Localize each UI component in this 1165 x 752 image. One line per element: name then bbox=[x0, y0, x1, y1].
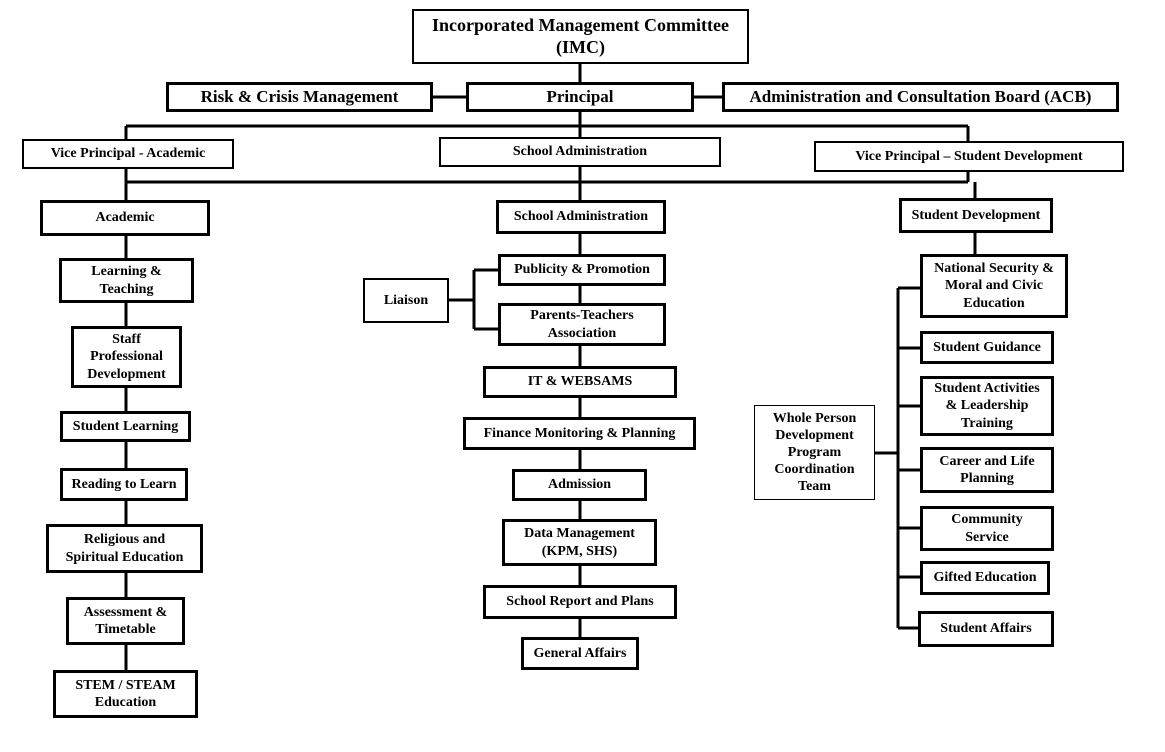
whole-person-box: Whole Person Development Program Coordin… bbox=[754, 405, 875, 500]
admin-item-finance: Finance Monitoring & Planning bbox=[463, 417, 696, 450]
imc-box: Incorporated Management Committee (IMC) bbox=[412, 9, 749, 64]
student-item-activities: Student Activities & Leadership Training bbox=[920, 376, 1054, 436]
academic-item-reading: Reading to Learn bbox=[60, 468, 188, 501]
academic-item-assessment: Assessment & Timetable bbox=[66, 597, 185, 645]
admin-item-data-mgmt: Data Management (KPM, SHS) bbox=[502, 519, 657, 566]
vp-student-box: Vice Principal – Student Development bbox=[814, 141, 1124, 172]
student-item-career: Career and Life Planning bbox=[920, 447, 1054, 493]
student-head-box: Student Development bbox=[899, 198, 1053, 233]
student-item-community: Community Service bbox=[920, 506, 1054, 551]
school-admin-top-box: School Administration bbox=[439, 137, 721, 167]
student-item-gifted: Gifted Education bbox=[920, 561, 1050, 595]
admin-head-box: School Administration bbox=[496, 200, 666, 234]
academic-item-learning-teaching: Learning & Teaching bbox=[59, 258, 194, 303]
admin-item-pta: Parents-Teachers Association bbox=[498, 303, 666, 346]
acb-box: Administration and Consultation Board (A… bbox=[722, 82, 1119, 112]
principal-box: Principal bbox=[466, 82, 694, 112]
academic-item-student-learning: Student Learning bbox=[60, 411, 191, 442]
vp-academic-box: Vice Principal - Academic bbox=[22, 139, 234, 169]
academic-item-staff-pd: Staff Professional Development bbox=[71, 326, 182, 388]
academic-head-box: Academic bbox=[40, 200, 210, 236]
student-item-national-security: National Security & Moral and Civic Educ… bbox=[920, 254, 1068, 318]
admin-item-general: General Affairs bbox=[521, 637, 639, 670]
admin-item-it: IT & WEBSAMS bbox=[483, 366, 677, 398]
risk-crisis-box: Risk & Crisis Management bbox=[166, 82, 433, 112]
liaison-box: Liaison bbox=[363, 278, 449, 323]
academic-item-religious: Religious and Spiritual Education bbox=[46, 524, 203, 573]
admin-item-report: School Report and Plans bbox=[483, 585, 677, 619]
student-item-affairs: Student Affairs bbox=[918, 611, 1054, 647]
admin-item-admission: Admission bbox=[512, 469, 647, 501]
academic-item-stem: STEM / STEAM Education bbox=[53, 670, 198, 718]
student-item-guidance: Student Guidance bbox=[920, 331, 1054, 364]
admin-item-publicity: Publicity & Promotion bbox=[498, 254, 666, 286]
